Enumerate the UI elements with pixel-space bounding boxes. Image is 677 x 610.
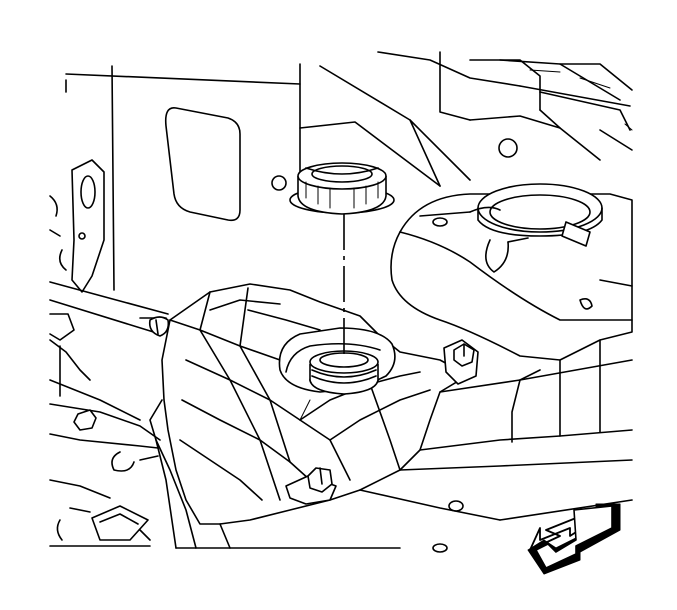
mounting-bolt-rear [443, 339, 479, 385]
firewall-panel [65, 63, 518, 291]
left-engine-components [49, 159, 170, 547]
filler-neck [309, 350, 379, 395]
strut-tower [390, 183, 633, 361]
direction-arrow-icon [527, 503, 621, 575]
reservoir-cap [289, 162, 395, 215]
coolant-reservoir [149, 283, 463, 549]
upper-engine-components [377, 51, 633, 161]
lower-body-structure [175, 339, 633, 553]
mounting-bolt-front [285, 467, 337, 505]
